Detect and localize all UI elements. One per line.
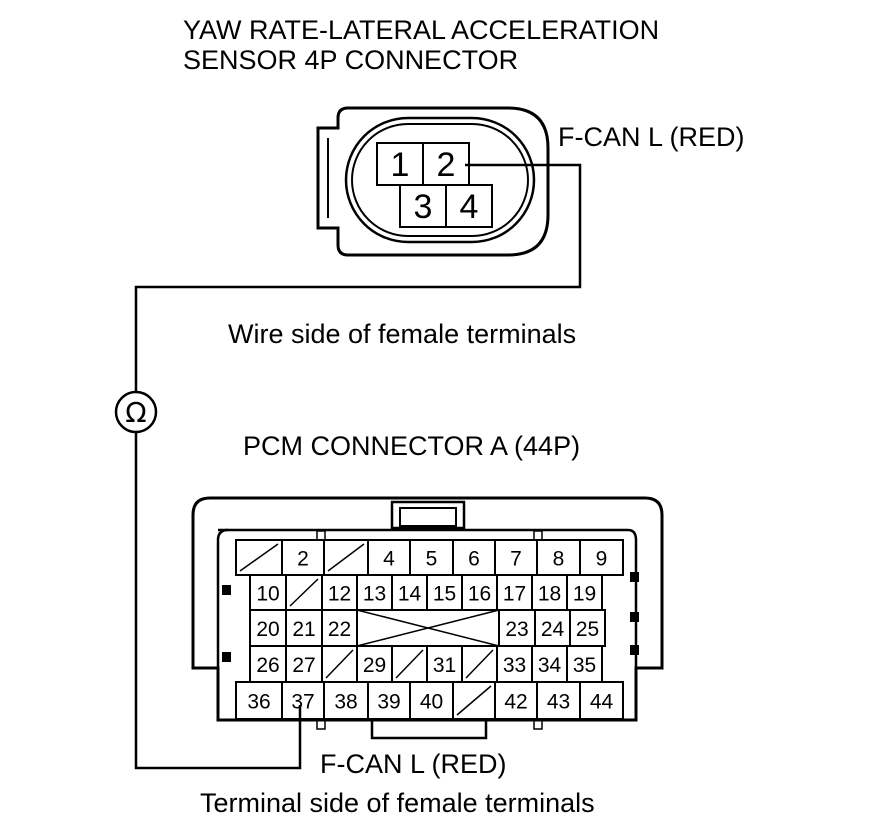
sensor-terminal-4: 4 xyxy=(460,188,479,226)
pcm-empty-slot xyxy=(325,649,354,679)
pcm-terminal-number: 37 xyxy=(291,691,314,714)
pcm-terminal-number: 6 xyxy=(468,548,480,571)
pcm-terminal-number: 9 xyxy=(596,548,608,571)
pcm-terminal-number: 33 xyxy=(503,654,526,677)
pcm-terminal-number: 31 xyxy=(433,654,456,677)
sensor-terminal-2: 2 xyxy=(437,146,456,184)
ohmmeter-symbol: Ω xyxy=(125,396,146,429)
pcm-locking-tabs xyxy=(222,572,639,662)
pcm-terminal-number: 44 xyxy=(590,691,614,714)
pcm-cell xyxy=(579,681,624,720)
pcm-terminal-number: 39 xyxy=(377,691,400,714)
pcm-terminal-number: 19 xyxy=(573,583,596,606)
pcm-terminal-number: 21 xyxy=(292,618,315,641)
sensor-connector-inner-shell-2 xyxy=(351,123,529,237)
pcm-side-label: Terminal side of female terminals xyxy=(200,788,595,818)
diagram-title-line-2: SENSOR 4P CONNECTOR xyxy=(183,45,518,75)
sensor-terminal-3: 3 xyxy=(414,188,433,226)
pcm-empty-slot xyxy=(289,578,319,607)
pcm-terminal-number: 13 xyxy=(363,583,386,606)
pcm-terminal-number: 20 xyxy=(256,618,279,641)
sensor-wire-label: F-CAN L (RED) xyxy=(558,122,745,152)
pcm-terminal-number: 26 xyxy=(256,654,279,677)
pcm-empty-slot xyxy=(456,685,492,716)
pcm-terminal-number: 23 xyxy=(505,618,528,641)
pcm-terminal-number: 10 xyxy=(256,583,279,606)
sensor-connector-housing xyxy=(316,106,550,257)
pcm-terminal-number: 14 xyxy=(398,583,422,606)
pcm-terminal-number: 4 xyxy=(383,548,395,571)
pcm-terminal-number: 7 xyxy=(510,548,522,571)
pcm-terminal-number: 12 xyxy=(328,583,351,606)
pcm-empty-slot xyxy=(465,649,494,679)
pcm-terminal-number: 18 xyxy=(538,583,561,606)
sensor-cell-4 xyxy=(445,184,493,228)
sensor-side-label: Wire side of female terminals xyxy=(228,319,576,349)
pcm-terminal-number: 22 xyxy=(328,618,351,641)
sensor-terminal-1: 1 xyxy=(391,146,410,184)
pcm-terminal-number: 35 xyxy=(573,654,596,677)
pcm-connector-title: PCM CONNECTOR A (44P) xyxy=(243,431,580,461)
pcm-terminal-number: 43 xyxy=(547,691,570,714)
ohmmeter-icon xyxy=(114,390,158,434)
pcm-empty-slot xyxy=(239,543,279,572)
pcm-terminal-number: 16 xyxy=(468,583,491,606)
sensor-connector-inner-shell xyxy=(344,116,536,244)
test-lead-wires xyxy=(134,163,582,770)
pcm-terminal-number: 42 xyxy=(504,691,527,714)
pcm-terminal-number: 8 xyxy=(553,548,565,571)
pcm-terminal-number: 27 xyxy=(292,654,315,677)
pcm-wire-label: F-CAN L (RED) xyxy=(320,749,507,779)
pcm-terminal-number: 36 xyxy=(247,691,270,714)
pcm-terminal-number: 34 xyxy=(538,654,562,677)
pcm-terminal-number: 15 xyxy=(433,583,456,606)
pcm-terminal-number: 40 xyxy=(420,691,443,714)
pcm-empty-slot xyxy=(327,543,365,572)
pcm-terminal-number: 24 xyxy=(541,618,565,641)
pcm-terminal-number: 25 xyxy=(576,618,599,641)
pcm-terminal-number: 2 xyxy=(297,548,309,571)
pcm-terminal-number: 38 xyxy=(334,691,357,714)
pcm-terminal-number: 5 xyxy=(426,548,438,571)
pcm-terminal-number: 29 xyxy=(363,654,386,677)
pcm-empty-slot xyxy=(395,649,424,679)
pcm-blank-cross xyxy=(356,609,500,647)
diagram-title-line-1: YAW RATE-LATERAL ACCELERATION xyxy=(183,15,659,45)
pcm-terminal-number: 17 xyxy=(503,583,526,606)
sensor-4p-connector xyxy=(316,106,550,257)
